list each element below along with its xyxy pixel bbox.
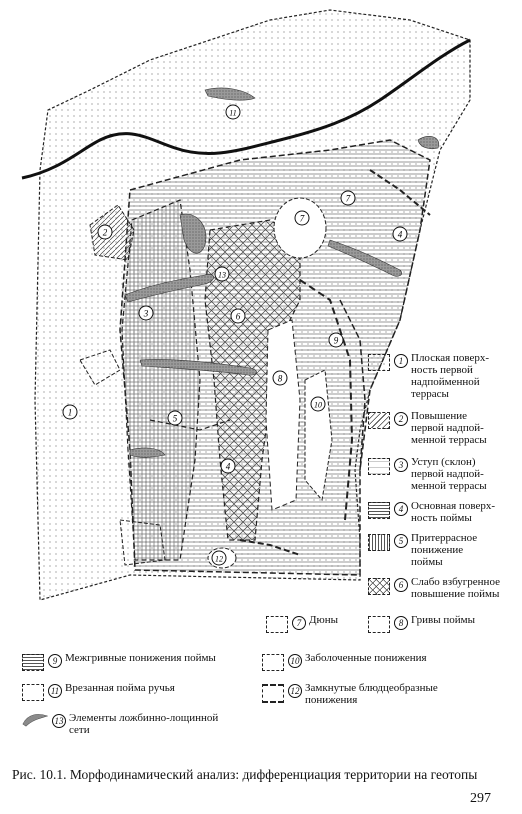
legend-text: Гривы поймы (411, 614, 476, 626)
gully-element (417, 136, 440, 150)
legend-text: Врезанная пойма ручья (65, 682, 175, 694)
legend-text: Притеррасное понижение поймы (411, 532, 478, 568)
map-label-text: 1 (68, 408, 73, 418)
map-label-text: 4 (398, 230, 403, 240)
legend-swatch-dots (368, 354, 390, 371)
legend-text: Плоская поверх- ность первой надпойменно… (411, 352, 490, 400)
legend-item-2: 2 Повышение первой надпой- менной террас… (368, 410, 487, 446)
legend-item-8: 8 Гривы поймы (368, 614, 475, 633)
gully-element (129, 447, 166, 458)
map-label-text: 10 (314, 401, 322, 410)
legend-swatch-blank (262, 654, 284, 671)
map-label-text: 4 (226, 462, 231, 472)
map-label-text: 13 (218, 271, 226, 280)
legend-swatch-vlines (368, 534, 390, 551)
legend-item-7: 7 Дюны (266, 614, 338, 633)
zone-ridge (265, 319, 301, 511)
legend-swatch-diagonal (368, 412, 390, 429)
map-label-text: 7 (300, 214, 305, 224)
map-label: 11 (225, 104, 241, 120)
legend-swatch-blank (266, 616, 288, 633)
legend-number: 6 (394, 578, 408, 592)
legend-item-4: 4 Основная поверх- ность поймы (368, 500, 495, 524)
map-label: 1 (62, 404, 78, 420)
legend-item-12: 12 Замкнутые блюдцеобразные понижения (262, 682, 438, 706)
legend-item-5: 5 Притеррасное понижение поймы (368, 532, 477, 568)
legend-number: 11 (48, 684, 62, 698)
map-label: 7 (294, 210, 310, 226)
map-label-text: 12 (215, 555, 223, 564)
legend-number: 2 (394, 412, 408, 426)
map-label: 4 (392, 226, 408, 242)
creek-river (21, 38, 471, 180)
legend-text: Элементы ложбинно-лощинной сети (69, 712, 219, 736)
map-label-text: 8 (278, 374, 283, 384)
map-label: 13 (214, 266, 230, 282)
legend-text: Заболоченные понижения (305, 652, 427, 664)
legend-item-3: 3 Уступ (склон) первой надпой- менной те… (368, 456, 487, 492)
map-label: 6 (230, 308, 246, 324)
map-label: 4 (220, 458, 236, 474)
map-label-text: 7 (346, 194, 351, 204)
legend-swatch-gully (22, 714, 48, 727)
map-label: 7 (340, 190, 356, 206)
legend-swatch-blank (368, 616, 390, 633)
legend-swatch-blank (22, 684, 44, 701)
legend-number: 13 (52, 714, 66, 728)
geotope-map: 1 2 3 4 5 6 7 8 9 10 11 12 13 4 7 (21, 9, 471, 601)
legend-item-6: 6 Слабо взбугренное повышение поймы (368, 576, 500, 600)
legend-text: Замкнутые блюдцеобразные понижения (305, 682, 438, 706)
legend-number: 9 (48, 654, 62, 668)
legend-swatch-hlines (22, 654, 44, 671)
map-label-text: 2 (103, 228, 108, 238)
gully-element (179, 213, 207, 254)
map-label: 10 (310, 396, 326, 412)
legend-number: 3 (394, 458, 408, 472)
legend-text: Уступ (склон) первой надпой- менной терр… (411, 456, 487, 492)
legend-number: 4 (394, 502, 408, 516)
legend-item-9: 9 Межгривные понижения поймы (22, 652, 216, 671)
map-label: 8 (272, 370, 288, 386)
map-label: 2 (97, 224, 113, 240)
legend-item-13: 13 Элементы ложбинно-лощинной сети (22, 712, 218, 736)
legend-item-1: 1 Плоская поверх- ность первой надпоймен… (368, 352, 489, 400)
map-label-text: 5 (173, 414, 178, 424)
legend-number: 7 (292, 616, 306, 630)
legend-number: 12 (288, 684, 302, 698)
gully-element (327, 239, 402, 277)
map-label: 3 (138, 305, 154, 321)
legend-swatch-cross (368, 578, 390, 595)
map-label-text: 3 (143, 309, 149, 319)
gully-element (124, 274, 214, 303)
gully-element (139, 359, 257, 376)
map-label: 12 (211, 550, 227, 566)
figure-caption: Рис. 10.1. Морфодинамический анализ: диф… (12, 767, 478, 782)
legend-text: Дюны (309, 614, 338, 626)
legend-text: Повышение первой надпой- менной террасы (411, 410, 487, 446)
map-label-text: 6 (236, 312, 241, 322)
map-label: 5 (167, 410, 183, 426)
legend-text: Слабо взбугренное повышение поймы (411, 576, 500, 600)
legend-swatch-hlines (368, 502, 390, 519)
legend-swatch-blank (262, 684, 284, 703)
legend-swatch-sparse (368, 458, 390, 475)
page-number: 297 (470, 791, 491, 806)
legend-text: Межгривные понижения поймы (65, 652, 216, 664)
legend-text: Основная поверх- ность поймы (411, 500, 496, 524)
legend-item-10: 10 Заболоченные понижения (262, 652, 427, 671)
map-label-text: 11 (229, 109, 236, 118)
map-label: 9 (328, 332, 344, 348)
zone-dune (273, 197, 327, 259)
legend-number: 5 (394, 534, 408, 548)
legend-item-11: 11 Врезанная пойма ручья (22, 682, 175, 701)
legend-number: 1 (394, 354, 408, 368)
gully-element (204, 87, 256, 101)
legend-number: 10 (288, 654, 302, 668)
map-label-text: 9 (334, 336, 339, 346)
legend-number: 8 (394, 616, 408, 630)
